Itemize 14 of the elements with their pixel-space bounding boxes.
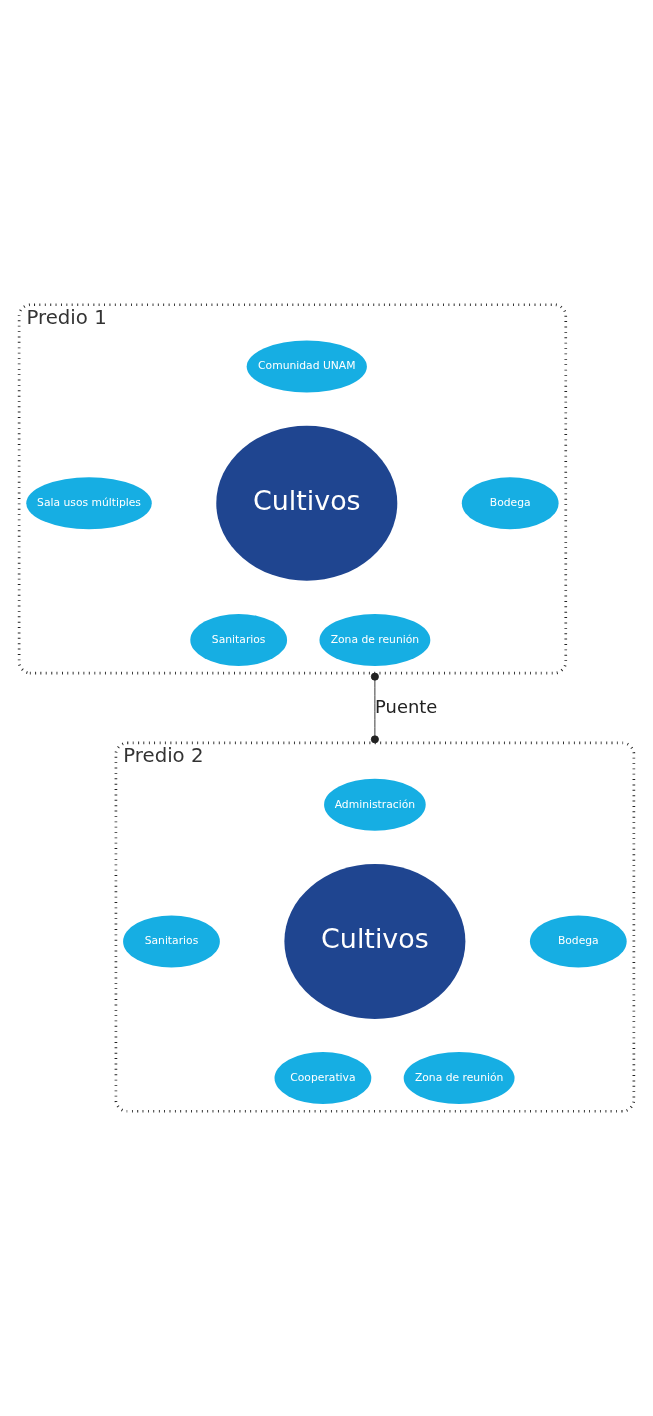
node-ellipse: Administración xyxy=(324,778,426,831)
node-ellipse: Bodega xyxy=(461,477,559,530)
node-ellipse: Cultivos xyxy=(216,425,398,581)
node-ellipse: Zona de reunión xyxy=(319,613,431,666)
node-ellipse: Sala usos múltiples xyxy=(26,477,152,530)
node-ellipse: Bodega xyxy=(529,915,627,968)
node-ellipse: Sanitarios xyxy=(123,915,220,968)
node-ellipse: Sanitarios xyxy=(190,613,288,666)
node-ellipse: Zona de reunión xyxy=(403,1052,515,1105)
edge-label: Puente xyxy=(375,696,438,718)
node-ellipse: Comunidad UNAM xyxy=(246,340,367,393)
node-ellipse: Cultivos xyxy=(284,863,466,1019)
node-ellipse: Cooperativa xyxy=(274,1052,372,1105)
connector xyxy=(370,672,379,744)
